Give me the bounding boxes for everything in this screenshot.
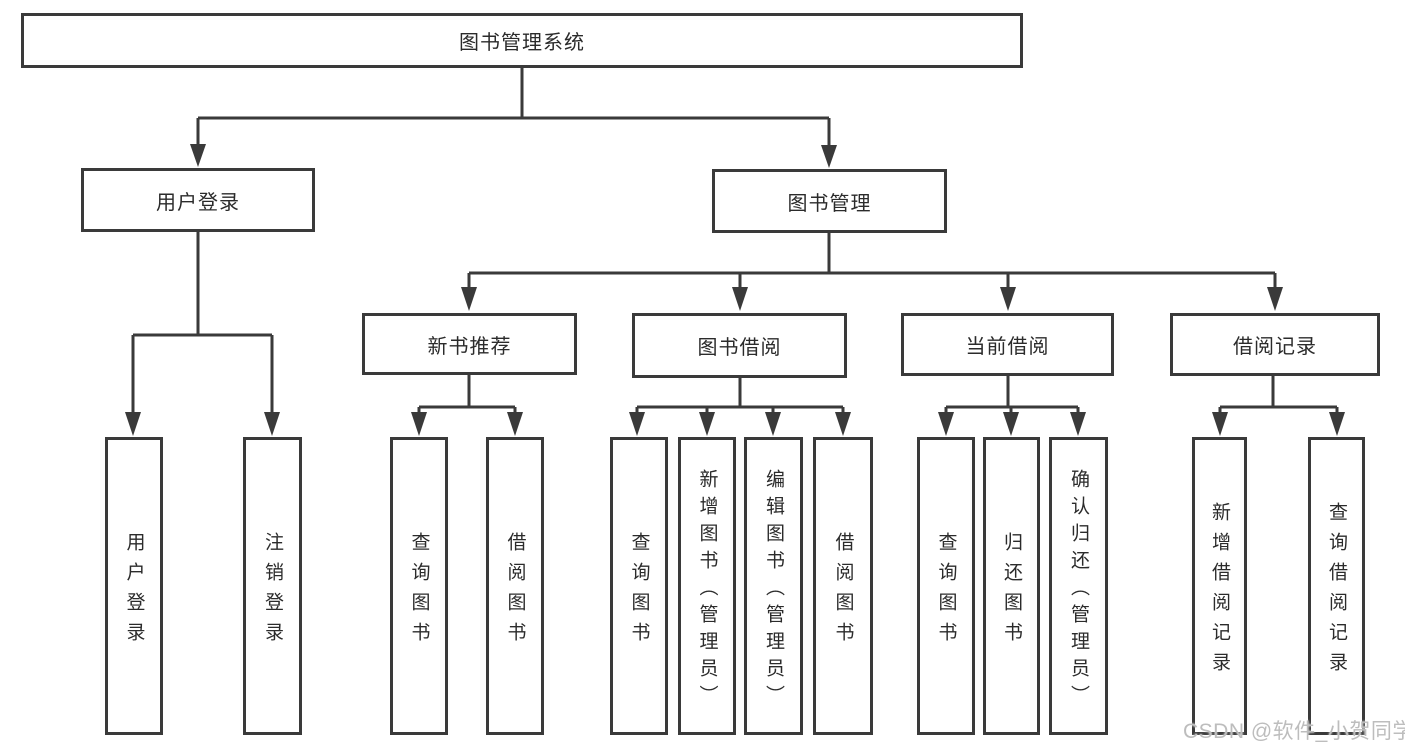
node-label: 用户登录 <box>156 191 240 214</box>
leaf-records-add-record: 新增借阅记录 <box>1192 437 1247 735</box>
leaf-label: 查询图书 <box>935 531 957 652</box>
leaf-recommend-query-books: 查询图书 <box>390 437 448 735</box>
leaf-label: 借阅图书 <box>504 531 526 652</box>
leaf-label: 查询图书 <box>408 531 430 652</box>
leaf-label: 归还图书 <box>1001 531 1022 652</box>
leaf-label: 查询图书 <box>628 531 650 652</box>
leaf-label: 用户登录 <box>123 531 145 652</box>
leaf-borrow-borrow-books: 借阅图书 <box>813 437 873 735</box>
leaf-label: 新增图书（管理员） <box>696 468 718 712</box>
leaf-label: 编辑图书（管理员） <box>763 468 784 712</box>
node-new-book-recommend: 新书推荐 <box>362 313 577 375</box>
node-book-management: 图书管理 <box>712 169 947 233</box>
node-label: 图书借阅 <box>697 337 782 359</box>
leaf-current-confirm-return-admin: 确认归还（管理员） <box>1049 437 1108 735</box>
leaf-current-query-books: 查询图书 <box>917 437 975 735</box>
leaf-user-login: 用户登录 <box>105 437 163 735</box>
node-label: 当前借阅 <box>965 336 1050 358</box>
node-root-library-system: 图书管理系统 <box>21 13 1023 68</box>
leaf-label: 确认归还（管理员） <box>1068 468 1089 712</box>
leaf-label: 查询借阅记录 <box>1326 501 1347 682</box>
leaf-recommend-borrow-books: 借阅图书 <box>486 437 544 735</box>
node-label: 图书管理 <box>787 192 872 215</box>
node-label: 图书管理系统 <box>459 32 585 54</box>
node-book-borrow: 图书借阅 <box>632 313 847 378</box>
node-label: 借阅记录 <box>1233 336 1317 358</box>
leaf-current-return-books: 归还图书 <box>983 437 1040 735</box>
leaf-borrow-query-books: 查询图书 <box>610 437 668 735</box>
leaf-label: 注销登录 <box>262 531 283 652</box>
csdn-watermark: CSDN @软件_小贺同学 <box>1183 720 1405 743</box>
leaf-label: 新增借阅记录 <box>1209 501 1230 682</box>
leaf-borrow-edit-books-admin: 编辑图书（管理员） <box>744 437 803 735</box>
node-borrow-records: 借阅记录 <box>1170 313 1380 376</box>
node-user-login: 用户登录 <box>81 168 315 232</box>
leaf-borrow-add-books-admin: 新增图书（管理员） <box>678 437 736 735</box>
node-label: 新书推荐 <box>427 335 512 358</box>
node-current-borrow: 当前借阅 <box>901 313 1114 376</box>
leaf-records-query-record: 查询借阅记录 <box>1308 437 1365 735</box>
leaf-label: 借阅图书 <box>832 531 854 652</box>
leaf-logout: 注销登录 <box>243 437 302 735</box>
